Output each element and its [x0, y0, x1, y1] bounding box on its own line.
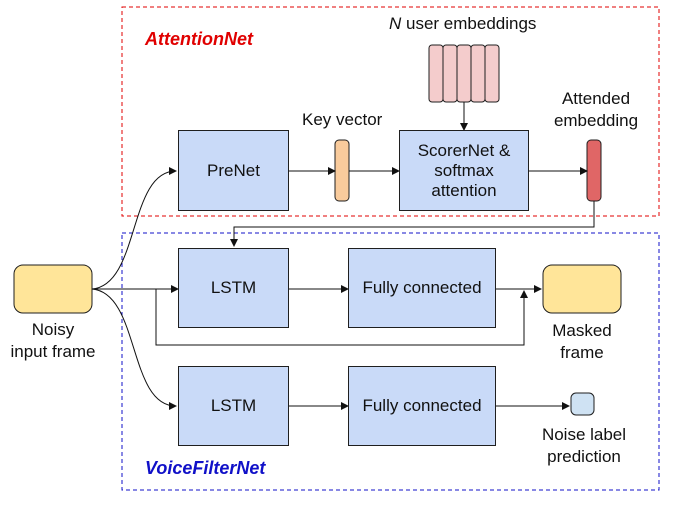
arrow-skip-to-masked [155, 289, 528, 346]
attentionnet-group-border [121, 6, 660, 217]
masked-line1: Masked [552, 321, 612, 340]
user-embeddings-label: N user embeddings [389, 14, 536, 34]
user-embeddings-text: user embeddings [401, 14, 537, 33]
lstm-bottom-label: LSTM [210, 396, 257, 415]
fc-bottom-label: Fully connected [362, 396, 482, 415]
attended-embedding-shape [586, 139, 602, 202]
attended-line2: embedding [553, 111, 639, 130]
noise-line2: prediction [547, 447, 621, 466]
arrow-noisy-to-prenet [91, 167, 177, 290]
lstm-bottom-block: LSTM [178, 366, 289, 446]
scorernet-label-line1: ScorerNet & [417, 140, 511, 160]
fc-top-label: Fully connected [362, 278, 482, 297]
lstm-top-label: LSTM [210, 278, 257, 297]
prenet-label: PreNet [207, 160, 260, 180]
noisy-input-label: Noisy input frame [0, 320, 106, 362]
scorernet-label-line3: attention [431, 180, 497, 200]
noisy-line2: input frame [10, 342, 96, 361]
noise-line1: Noise label [541, 425, 627, 444]
lstm-top-block: LSTM [178, 248, 289, 328]
scorernet-label-line2: softmax [434, 160, 494, 180]
noisy-input-frame-shape [13, 264, 93, 314]
masked-frame-shape [542, 264, 622, 314]
fc-top-block: Fully connected [348, 248, 496, 328]
voicefilternet-group-border [121, 232, 660, 491]
key-vector-label: Key vector [302, 110, 383, 129]
key-vector-shape [334, 139, 350, 202]
attended-embedding-label: Attended embedding [551, 89, 641, 131]
arrow-noisy-to-lstm-bottom [91, 288, 177, 410]
attended-line1: Attended [561, 89, 631, 108]
scorernet-block: ScorerNet & softmax attention [399, 130, 529, 211]
noise-label-shape [570, 392, 595, 416]
fc-bottom-block: Fully connected [348, 366, 496, 446]
attentionnet-title: AttentionNet [145, 29, 253, 49]
user-embeddings-stack [428, 44, 500, 103]
voicefilternet-title: VoiceFilterNet [145, 458, 266, 478]
prenet-block: PreNet [178, 130, 289, 211]
masked-frame-label: Masked frame [542, 321, 622, 363]
noisy-line1: Noisy [31, 320, 75, 339]
noise-label-text: Noise label prediction [534, 425, 634, 467]
arrow-attended-to-lstm [230, 201, 595, 247]
user-embeddings-n: N [389, 14, 402, 33]
masked-line2: frame [560, 343, 604, 362]
